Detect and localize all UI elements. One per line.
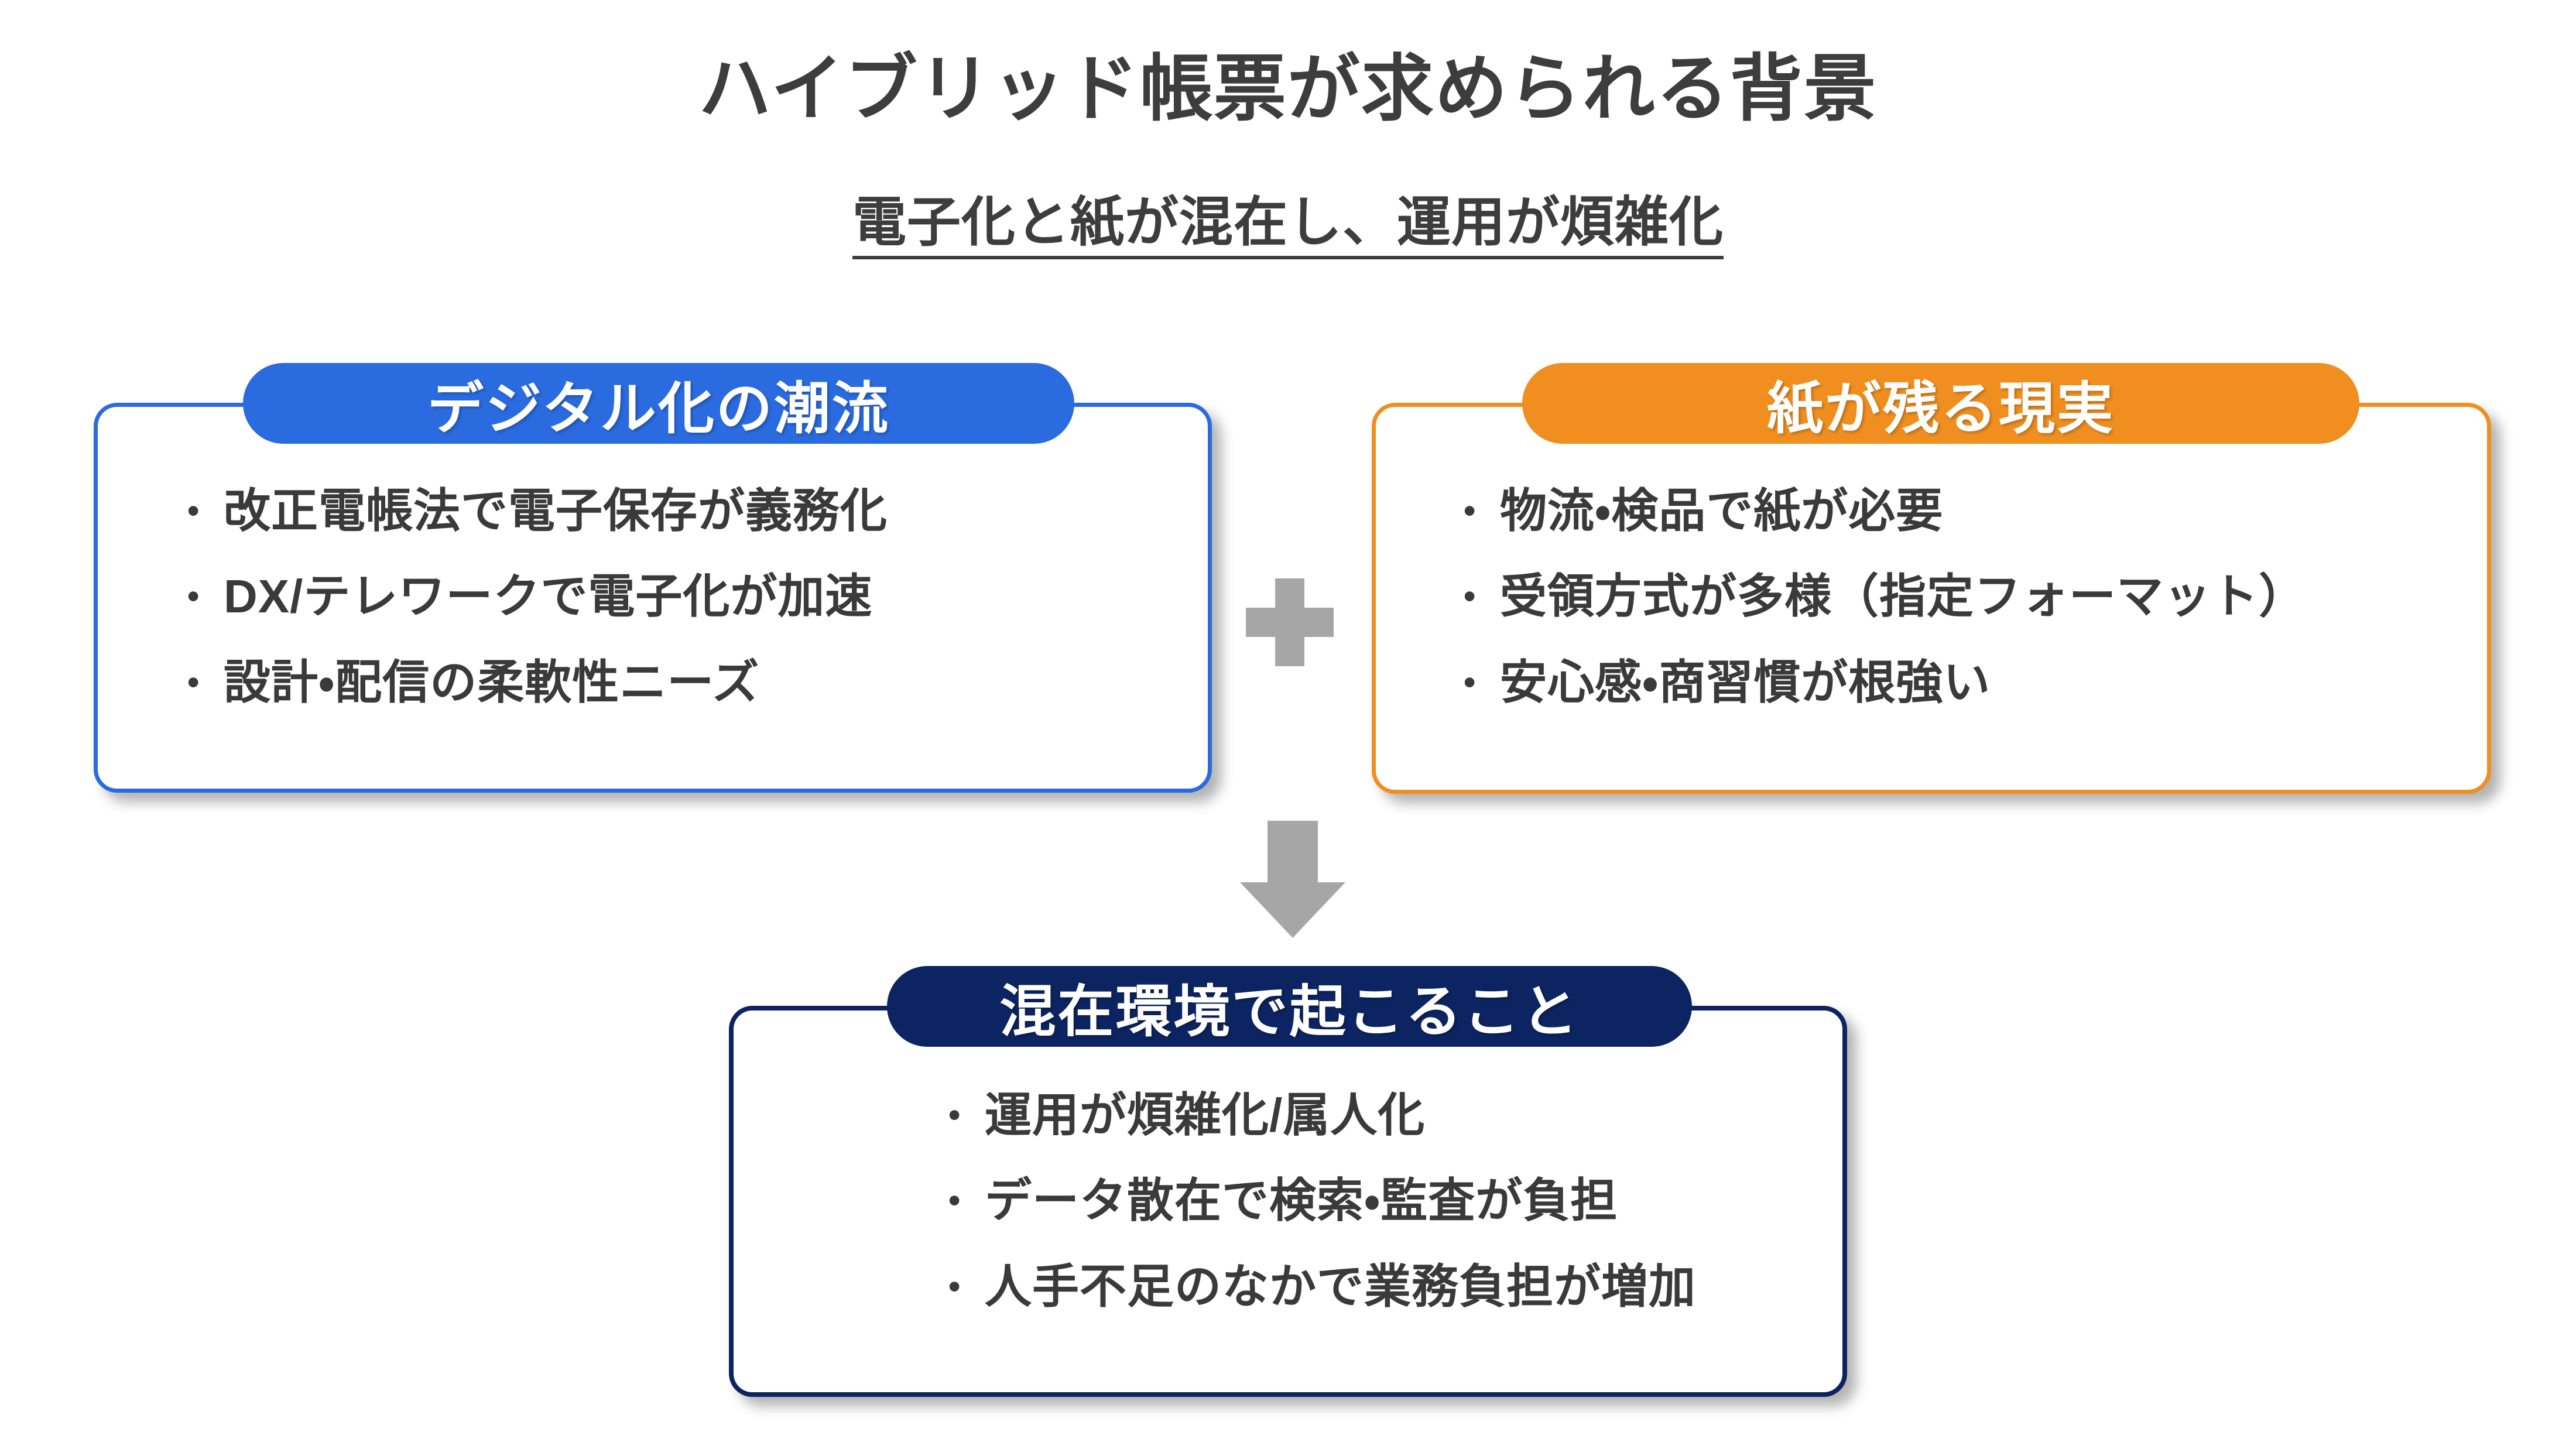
card-paper-reality-bullet-list: • 物流・検品で紙が必要 • 受領方式が多様（指定フォーマット） • 安心感・商… [1464, 485, 2306, 708]
list-item: • データ散在で検索・監査が負担 [948, 1174, 1696, 1227]
card-mixed-environment-bullet-list: • 運用が煩雑化/属人化 • データ散在で検索・監査が負担 • 人手不足のなかで… [948, 1090, 1696, 1312]
plus-icon [1246, 578, 1334, 666]
card-mixed-environment [729, 1006, 1847, 1397]
page-subtitle: 電子化と紙が混在し、運用が煩雑化 [852, 193, 1724, 260]
list-item-label: 運用が煩雑化/属人化 [985, 1089, 1426, 1141]
list-item: • 物流・検品で紙が必要 [1464, 485, 2306, 537]
bullet-marker-icon: • [187, 577, 200, 616]
arrow-down-icon [1240, 821, 1345, 938]
list-item: • 運用が煩雑化/属人化 [948, 1090, 1696, 1140]
bullet-marker-icon: • [948, 1267, 961, 1306]
card-digital-trend [94, 403, 1212, 793]
list-item: • 改正電帳法で電子保存が義務化 [187, 485, 888, 537]
list-item-label: 改正電帳法で電子保存が義務化 [224, 485, 888, 537]
bullet-marker-icon: • [948, 1096, 961, 1134]
bullet-marker-icon: • [948, 1181, 961, 1220]
list-item-label: 物流・検品で紙が必要 [1500, 485, 1944, 537]
page-subtitle-container: 電子化と紙が混在し、運用が煩雑化 [0, 193, 2576, 260]
card-digital-trend-heading: デジタル化の潮流 [243, 363, 1074, 444]
list-item-label: データ散在で検索・監査が負担 [985, 1174, 1618, 1227]
list-item: • 受領方式が多様（指定フォーマット） [1464, 571, 2306, 622]
list-item: • 設計・配信の柔軟性ニーズ [187, 657, 888, 708]
list-item-label: 安心感・商習慣が根強い [1500, 656, 1991, 708]
card-paper-reality-heading: 紙が残る現実 [1522, 363, 2359, 444]
page-title: ハイブリッド帳票が求められる背景 [698, 49, 1878, 129]
list-item-label: 設計・配信の柔軟性ニーズ [224, 656, 760, 708]
list-item: • 人手不足のなかで業務負担が増加 [948, 1260, 1696, 1313]
bullet-marker-icon: • [187, 492, 200, 530]
bullet-marker-icon: • [1464, 492, 1477, 530]
bullet-marker-icon: • [1464, 577, 1477, 616]
bullet-marker-icon: • [1464, 663, 1477, 701]
card-mixed-environment-heading: 混在環境で起こること [887, 966, 1692, 1047]
list-item-label: 人手不足のなかで業務負担が増加 [985, 1260, 1696, 1313]
bullet-marker-icon: • [187, 663, 200, 701]
list-item: • DX/テレワークで電子化が加速 [187, 571, 888, 622]
plus-icon-horizontal-bar [1246, 608, 1334, 637]
list-item: • 安心感・商習慣が根強い [1464, 657, 2306, 708]
list-item-label: DX/テレワークで電子化が加速 [224, 570, 873, 623]
card-paper-reality [1372, 403, 2491, 794]
list-item-label: 受領方式が多様（指定フォーマット） [1500, 570, 2306, 623]
card-digital-trend-bullet-list: • 改正電帳法で電子保存が義務化 • DX/テレワークで電子化が加速 • 設計・… [187, 485, 888, 708]
